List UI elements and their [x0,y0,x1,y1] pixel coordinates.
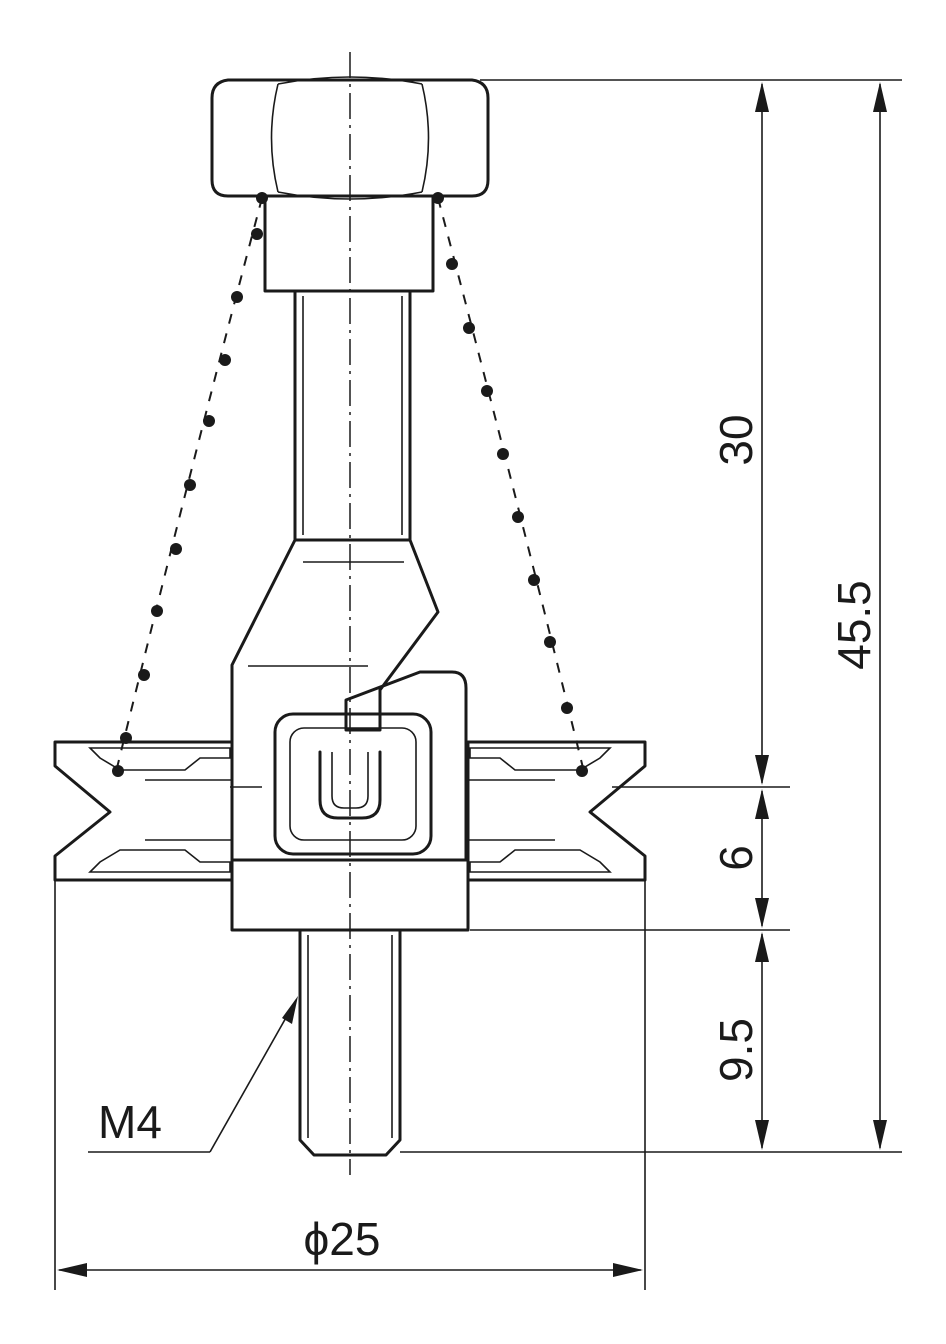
swing-path-left [112,192,268,777]
dimension-45-5-label: 45.5 [828,580,880,670]
dimension-6: 6 [710,789,769,928]
dimension-6-label: 6 [710,845,762,871]
swing-path-right [432,192,588,777]
dimension-45-5: 45.5 [828,82,887,1150]
clip-eye [273,712,433,856]
dimension-30-label: 30 [710,414,762,465]
pulley-right [466,740,647,882]
dimension-30: 30 [710,82,769,785]
dimension-9-5: 9.5 [710,932,769,1150]
pulley-left [53,740,234,882]
dimension-diameter: ϕ25 [57,1213,643,1277]
thread-callout: M4 [88,996,298,1153]
dimension-diameter-label: ϕ25 [304,1213,381,1265]
threaded-stud [298,928,402,1157]
extension-lines [54,79,902,1290]
thread-label: M4 [98,1096,162,1148]
upper-shaft [293,289,412,542]
dimension-9-5-label: 9.5 [710,1018,762,1082]
hook-body [230,538,468,862]
collar [263,194,435,293]
lower-block [230,858,470,932]
